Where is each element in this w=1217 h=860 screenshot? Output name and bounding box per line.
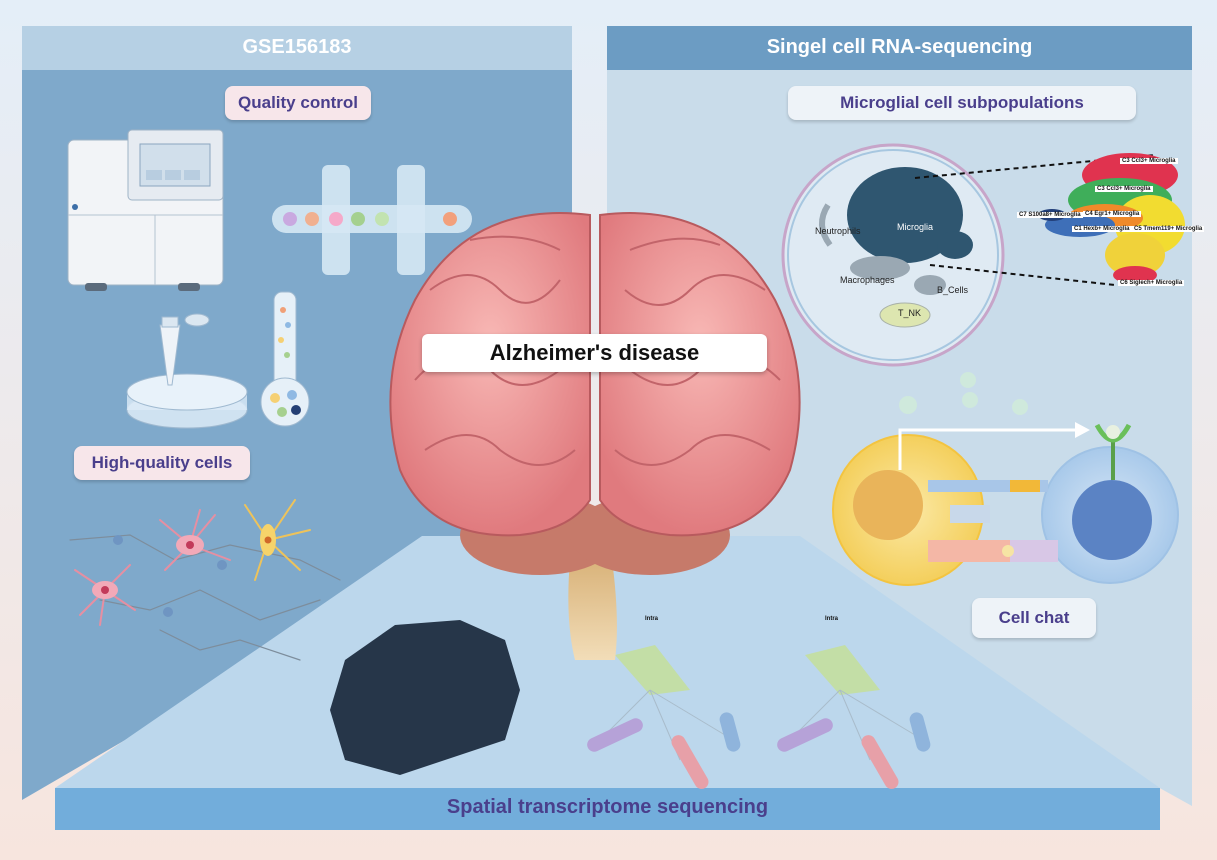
umap-label-microglia: Microglia (897, 222, 934, 232)
neuron-nucleus-3 (264, 536, 272, 544)
subcluster-label: C7 S100a8+ Microglia (1017, 212, 1083, 218)
left-panel-title: GSE156183 (242, 36, 352, 58)
bottom-panel (55, 536, 1160, 788)
quality-control-label: Quality control (225, 86, 371, 120)
subcluster-label: C3 Ccl3+ Microglia (1095, 186, 1153, 192)
umap-label-b-cells: B_Cells (937, 285, 969, 295)
neuron-nucleus-2 (101, 586, 109, 594)
subcluster-label: C4 Egr1+ Microglia (1083, 211, 1142, 217)
glia-dot-3 (163, 607, 173, 617)
bottom-header-strip (55, 788, 1160, 830)
subcluster-label: C1 Hexb+ Microglia (1072, 226, 1132, 232)
cell-chat-illustration (832, 372, 1179, 586)
spatial-tissue-map (330, 620, 520, 775)
glia-dot-2 (217, 560, 227, 570)
left-header-strip (22, 26, 572, 70)
glia-dot (113, 535, 123, 545)
brain-illustration (389, 212, 801, 660)
sequencer-icon (67, 129, 224, 291)
center-title: Alzheimer's disease (422, 334, 767, 372)
umap-label-neutrophils: Neutrophils (815, 226, 861, 236)
neuron-nucleus (186, 541, 194, 549)
umap-circle-plot (781, 143, 1005, 367)
microfluidic-chip-icon (272, 165, 472, 275)
cell-chat-label: Cell chat (972, 598, 1096, 638)
petri-dish-icon (126, 313, 248, 429)
right-panel-title: Singel cell RNA-sequencing (766, 36, 1033, 58)
network-header: Intra (645, 616, 659, 622)
umap-label-macrophages: Macrophages (840, 275, 895, 285)
subcluster-label: C6 Siglech+ Microglia (1118, 280, 1185, 286)
microglial-subpopulations-label: Microglial cell subpopulations (788, 86, 1136, 120)
subcluster-label: C3 Ccl3+ Microglia (1120, 158, 1178, 164)
subcluster-label: C5 Tmem119+ Microglia (1132, 226, 1205, 232)
test-tube-icon (260, 291, 310, 427)
zoom-line-bottom (929, 264, 1116, 286)
right-header-strip (607, 26, 1192, 70)
umap-label-t-nk: T_NK (898, 308, 922, 318)
network-graph-1 (587, 645, 741, 789)
network-header: Intra (825, 616, 839, 622)
high-quality-cells-label: High-quality cells (74, 446, 250, 480)
neurons-illustration (69, 499, 341, 661)
network-graph-2 (777, 645, 931, 789)
bottom-panel-title: Spatial transcriptome sequencing (446, 796, 769, 818)
